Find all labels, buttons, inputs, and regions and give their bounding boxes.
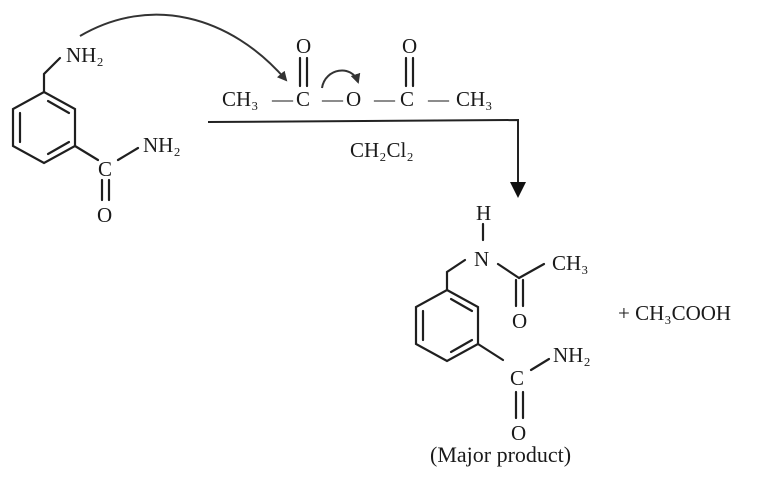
solvent-label: CH₂Cl₂ (350, 138, 414, 162)
ring-carbon-bond (476, 342, 505, 362)
amide-carbon-label: C (510, 366, 524, 390)
bond-dash: — (321, 87, 344, 111)
nucleophilic-attack-arrow (79, 13, 288, 82)
bond-dash: — (427, 87, 450, 111)
c-n-bond (529, 357, 551, 372)
ring-double-bond (46, 140, 71, 156)
byproduct-label: + CH₃COOH (618, 301, 731, 325)
bridge-oxygen: O (346, 87, 361, 111)
amide-nh2-label: NH₂ (143, 133, 181, 157)
n-c-bond (496, 262, 521, 280)
benzene-ring (414, 288, 480, 363)
amine-label: NH₂ (66, 43, 104, 67)
ch2-bond (42, 56, 62, 94)
reaction-arrow (207, 118, 526, 198)
ring-double-bond (449, 297, 474, 313)
amide-oxygen-label: O (511, 421, 526, 445)
c-n-bond (116, 146, 140, 162)
bond-dash: — (373, 87, 396, 111)
amide-carbon-label: C (98, 157, 112, 181)
acetic-anhydride: CH₃ — C O — O — C O — CH₃ (222, 34, 493, 111)
ring-carbon-bond (73, 144, 100, 162)
ring-double-bond (46, 99, 71, 115)
nh-hydrogen-label: H (476, 201, 491, 225)
amide-oxygen-label: O (97, 203, 112, 227)
ring-double-bond (449, 338, 474, 354)
ch2-bond (445, 258, 467, 292)
c-ch3-bond (517, 262, 546, 280)
amide-nitrogen-label: N (474, 247, 489, 271)
reactant-molecule: NH₂ C NH₂ O (11, 43, 181, 227)
product-molecule: H N CH₃ O C NH₂ O (Major product) (414, 201, 591, 467)
carbonyl-oxygen-1: O (296, 34, 311, 58)
major-product-caption: (Major product) (430, 442, 571, 467)
electron-shift-arrow (321, 69, 361, 89)
carbonyl-oxygen-2: O (402, 34, 417, 58)
left-methyl-label: CH₃ (222, 87, 259, 111)
acetyl-oxygen-label: O (512, 309, 527, 333)
benzene-ring (11, 90, 77, 165)
carbonyl-carbon-1: C (296, 87, 310, 111)
amide-nh2-label: NH₂ (553, 343, 591, 367)
right-methyl-label: CH₃ (456, 87, 493, 111)
carbonyl-carbon-2: C (400, 87, 414, 111)
acetyl-methyl-label: CH₃ (552, 251, 589, 275)
bond-dash: — (271, 87, 294, 111)
